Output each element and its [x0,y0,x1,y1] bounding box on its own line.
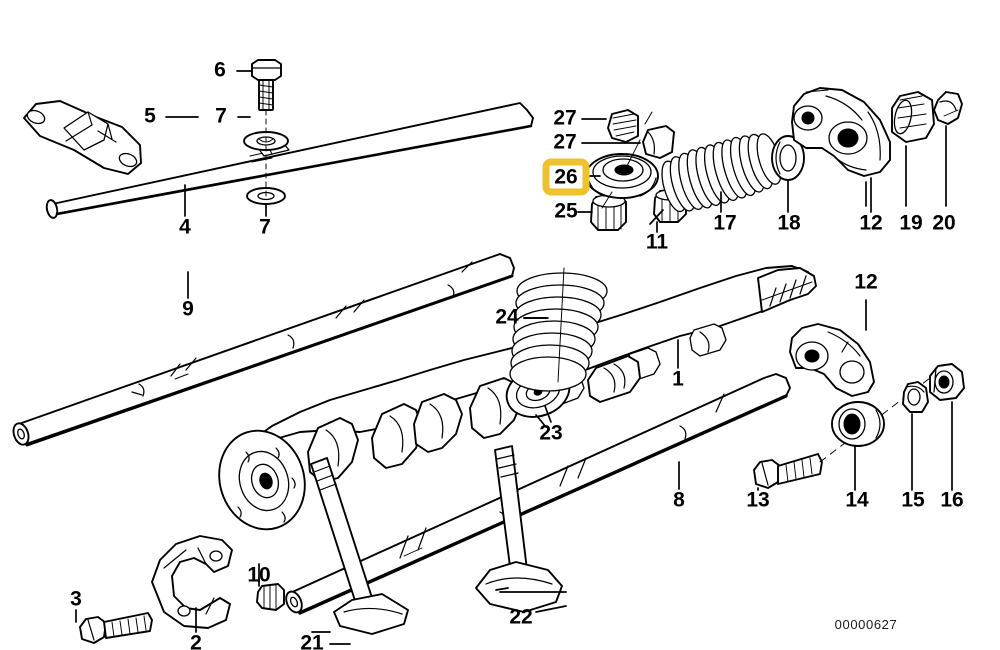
callout-27-a: 27 [553,107,576,130]
callout-25: 25 [554,200,578,223]
part-bushing-19 [891,91,935,207]
callout-7-lower: 7 [259,216,271,239]
part-bolt-6 [251,59,282,111]
part-valve-keeper-b-27 [581,111,675,159]
callout-7-upper: 7 [215,105,227,128]
part-retaining-bracket [23,100,142,175]
callout-10: 10 [247,564,270,587]
part-retaining-clip-20 [933,91,963,207]
callout-14: 14 [845,489,869,512]
callout-17: 17 [713,212,736,235]
part-lock-washer-15 [902,381,929,491]
part-exhaust-valve-22 [475,445,567,613]
callout-26: 26 [554,166,577,189]
part-rocker-shaft-upper [45,102,534,219]
callout-3: 3 [70,588,82,611]
callout-labels: 1 2 3 4 5 6 7 7 8 9 10 11 12 12 13 14 15… [70,59,964,650]
part-eccentric-bushing-14 [831,401,885,491]
part-inner-valve-spring-24 [509,267,608,392]
callout-4: 4 [179,216,191,239]
callout-23: 23 [539,422,562,445]
diagram-part-number: 00000627 [835,617,898,632]
callout-1: 1 [672,368,684,391]
part-plug-10 [256,577,285,611]
callout-6: 6 [214,59,226,82]
part-spring-retainer-26 [583,139,659,209]
part-hex-bolt-3 [75,609,153,644]
part-spring-washer-18 [771,135,805,213]
highlighted-callout-26[interactable]: 26 [542,158,590,196]
callout-24: 24 [495,306,519,329]
callout-5: 5 [144,105,156,128]
part-rocker-arm-upper-12 [791,87,891,207]
part-rocker-arm-lower-12 [789,299,875,397]
part-rocker-shaft-left [12,253,515,447]
callout-27-b: 27 [553,131,576,154]
callout-21: 21 [300,632,324,650]
leader-lines [165,70,872,633]
part-hex-nut-16 [929,363,965,491]
callout-8: 8 [673,489,685,512]
callout-12-lower: 12 [854,271,877,294]
part-valve-keeper-a-27 [581,109,639,143]
part-bolt-13 [753,453,823,491]
callout-19: 19 [899,212,922,235]
part-bearing-cap [151,535,233,629]
callout-2: 2 [190,632,202,650]
part-valve-spring-17 [661,133,782,213]
part-intake-valve-21 [310,457,409,645]
callout-16: 16 [940,489,963,512]
callout-15: 15 [901,489,925,512]
part-rocker-shaft-lower [285,373,791,615]
callout-12-upper: 12 [859,212,882,235]
highlight-box [542,158,590,196]
callout-9: 9 [182,298,194,321]
callout-18: 18 [777,212,801,235]
callout-13: 13 [746,489,769,512]
part-valve-stem-seal-25 [577,194,627,231]
callout-20: 20 [932,212,955,235]
callout-11: 11 [646,231,669,254]
callout-22: 22 [509,606,532,629]
